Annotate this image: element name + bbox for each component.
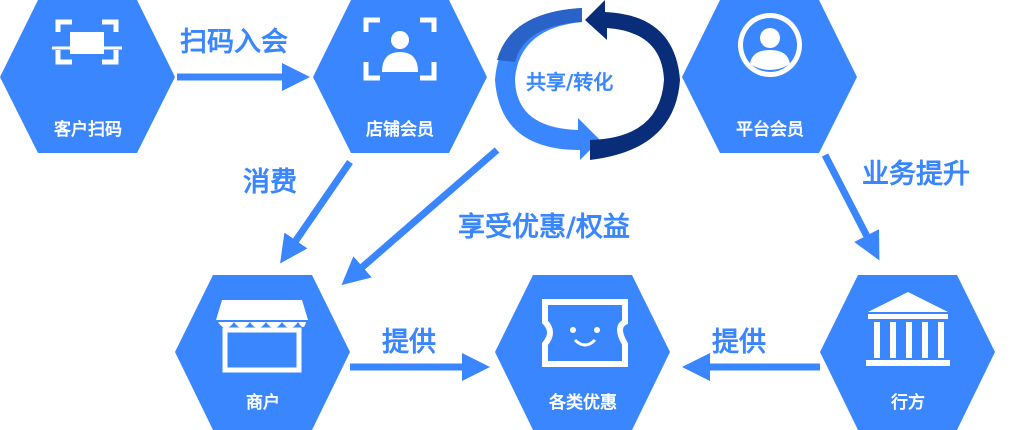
node-label-store-member: 店铺会员 [366,120,434,140]
edge-label-consume: 消费 [243,167,297,198]
node-label-bank: 行方 [891,393,925,413]
hex-store-member [313,0,487,153]
edge-label-enjoy: 享受优惠/权益 [458,212,630,243]
edge-label-business-up: 业务提升 [862,159,970,190]
node-label-merchant: 商户 [246,393,280,413]
node-label-platform-member: 平台会员 [736,120,804,140]
node-label-discounts: 各类优惠 [549,393,617,413]
bank-icon [866,292,950,366]
cycle-label: 共享/转化 [526,70,614,94]
coupon-icon [542,299,628,367]
edge-label-provide-right: 提供 [712,327,766,358]
arrow-platform-to-bank [821,153,880,261]
edge-label-scan-join: 扫码入会 [180,27,288,58]
user-avatar-icon [738,13,802,77]
storefront-icon [216,300,308,373]
node-label-customer-scan: 客户扫码 [54,120,122,140]
cycle-arrows-icon [495,0,680,160]
scan-icon [52,19,122,65]
arrow-store-to-merchant [280,160,353,264]
hex-customer-scan [0,0,175,153]
edge-label-provide-left: 提供 [382,327,436,358]
person-frame-icon [363,17,437,81]
arrow-cycle-to-merchant [341,147,500,286]
